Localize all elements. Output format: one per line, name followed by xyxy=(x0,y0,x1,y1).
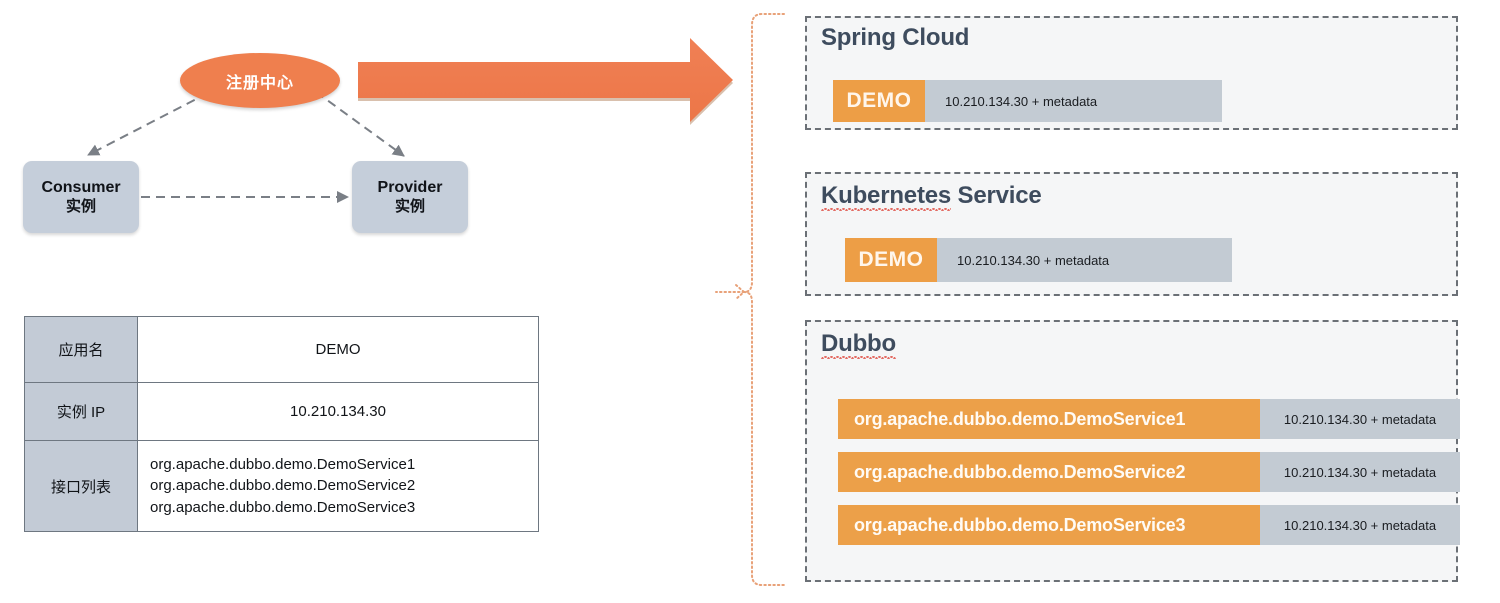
table-row: 接口列表 org.apache.dubbo.demo.DemoService1 … xyxy=(24,440,539,532)
panel-title-dubbo: Dubbo xyxy=(821,330,896,358)
registry-label: 注册中心 xyxy=(225,74,294,92)
service-metadata: 10.210.134.30 + metadata xyxy=(1260,505,1460,545)
big-orange-arrow xyxy=(358,38,733,125)
service-name-badge: org.apache.dubbo.demo.DemoService1 xyxy=(838,399,1260,439)
table-key-interface-list: 接口列表 xyxy=(24,440,138,532)
dotted-brace xyxy=(715,13,785,586)
provider-title: Provider xyxy=(377,178,443,196)
service-row: DEMO 10.210.134.30 + metadata xyxy=(845,238,1232,282)
table-row: 应用名 DEMO xyxy=(24,316,539,383)
service-row: org.apache.dubbo.demo.DemoService2 10.21… xyxy=(838,452,1460,492)
table-value-interface-list: org.apache.dubbo.demo.DemoService1 org.a… xyxy=(137,440,539,532)
panel-kubernetes-service: Kubernetes Service DEMO 10.210.134.30 + … xyxy=(805,172,1458,296)
service-row: org.apache.dubbo.demo.DemoService3 10.21… xyxy=(838,505,1460,545)
service-metadata: 10.210.134.30 + metadata xyxy=(1260,399,1460,439)
panel-dubbo: Dubbo org.apache.dubbo.demo.DemoService1… xyxy=(805,320,1460,582)
link-registry-consumer xyxy=(87,92,209,156)
service-name-badge: org.apache.dubbo.demo.DemoService2 xyxy=(838,452,1260,492)
panel-title-rest: Service xyxy=(951,182,1042,209)
demo-metadata: 10.210.134.30 + metadata xyxy=(937,238,1232,282)
service-row: org.apache.dubbo.demo.DemoService1 10.21… xyxy=(838,399,1460,439)
registry-node[interactable]: 注册中心 xyxy=(180,53,340,108)
table-row: 实例 IP 10.210.134.30 xyxy=(24,382,539,441)
panel-title-kubernetes-service: Kubernetes Service xyxy=(821,182,1042,210)
provider-instance-box[interactable]: Provider 实例 xyxy=(352,161,468,233)
service-row: DEMO 10.210.134.30 + metadata xyxy=(833,80,1222,122)
consumer-instance-box[interactable]: Consumer 实例 xyxy=(23,161,139,233)
instance-info-table: 应用名 DEMO 实例 IP 10.210.134.30 接口列表 org.ap… xyxy=(24,316,539,532)
table-key-instance-ip: 实例 IP xyxy=(24,382,138,441)
demo-badge: DEMO xyxy=(845,238,937,282)
consumer-title: Consumer xyxy=(41,178,121,196)
misspelled-word: Kubernetes xyxy=(821,182,952,209)
service-name-badge: org.apache.dubbo.demo.DemoService3 xyxy=(838,505,1260,545)
link-registry-provider xyxy=(315,91,405,157)
table-value-app-name: DEMO xyxy=(137,316,539,383)
service-metadata: 10.210.134.30 + metadata xyxy=(1260,452,1460,492)
demo-badge: DEMO xyxy=(833,80,925,122)
misspelled-word: Dubbo xyxy=(821,330,896,357)
table-value-instance-ip: 10.210.134.30 xyxy=(137,382,539,441)
panel-title-spring-cloud: Spring Cloud xyxy=(821,24,970,51)
consumer-subtitle: 实例 xyxy=(65,197,96,215)
provider-subtitle: 实例 xyxy=(394,197,425,215)
panel-spring-cloud: Spring Cloud DEMO 10.210.134.30 + metada… xyxy=(805,16,1458,130)
demo-metadata: 10.210.134.30 + metadata xyxy=(925,80,1222,122)
table-key-app-name: 应用名 xyxy=(24,316,138,383)
